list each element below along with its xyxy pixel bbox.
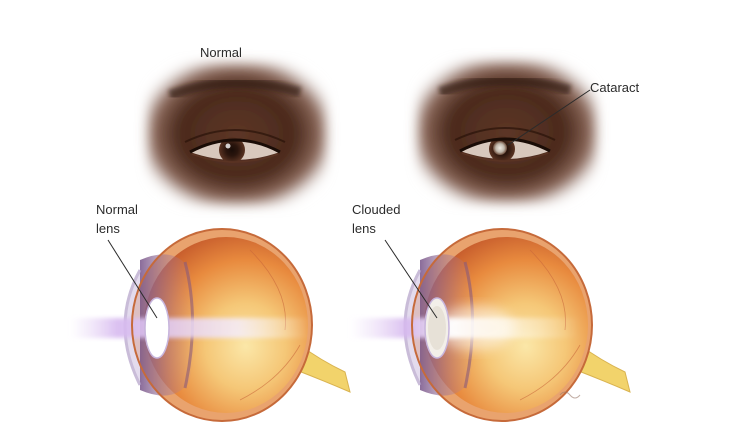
normal-lens-label-line1: Normal bbox=[96, 202, 138, 217]
normal-eyeball-cross-section bbox=[70, 229, 350, 421]
clouded-eyeball-cross-section bbox=[350, 229, 630, 421]
cataract-eye-photo bbox=[418, 62, 596, 202]
clouded-lens-label-line2: lens bbox=[352, 221, 376, 236]
normal-label: Normal bbox=[200, 45, 242, 60]
cataract-cloud-icon bbox=[493, 141, 507, 155]
normal-eye-photo bbox=[148, 64, 326, 204]
cataract-label: Cataract bbox=[590, 80, 640, 95]
normal-lens-label-line2: lens bbox=[96, 221, 120, 236]
clouded-lens-label-line1: Clouded bbox=[352, 202, 400, 217]
